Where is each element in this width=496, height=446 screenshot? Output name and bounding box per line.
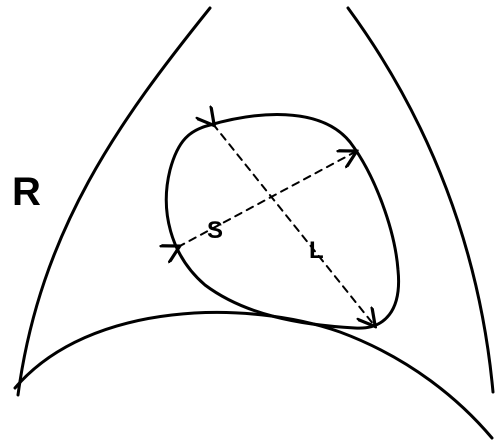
bottom-dome-curve — [15, 312, 492, 438]
long-axis-label: L — [309, 237, 324, 264]
side-label: R — [12, 170, 41, 214]
short-axis-label: S — [207, 217, 223, 244]
outer-left-curve — [18, 8, 210, 395]
short-axis-line — [178, 152, 355, 247]
outer-right-curve — [348, 8, 493, 392]
oval-shape — [166, 115, 398, 329]
